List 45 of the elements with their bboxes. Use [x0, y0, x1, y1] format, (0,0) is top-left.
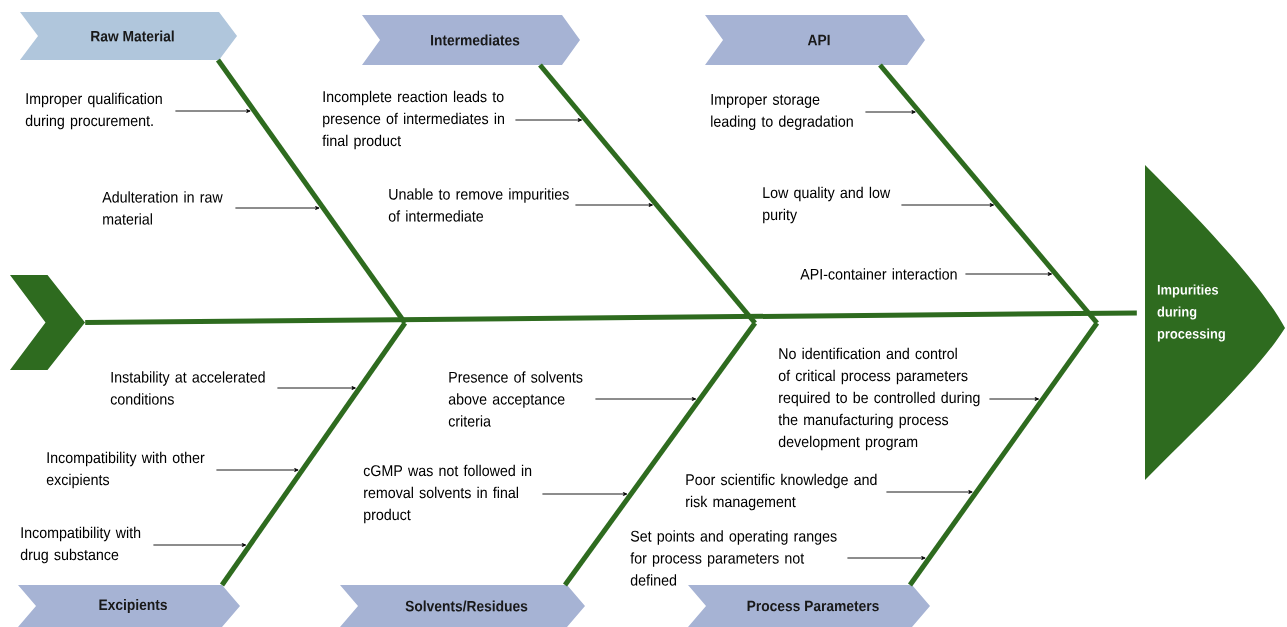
arrow	[215, 468, 299, 472]
category-chevron: Raw Material	[20, 12, 237, 60]
fishbone-spine	[85, 310, 1137, 325]
fishbone-branch	[219, 321, 408, 587]
arrow	[234, 206, 320, 210]
category-chevron: Solvents/Residues	[340, 585, 585, 627]
arrow	[846, 556, 926, 560]
fishbone-branch	[563, 321, 758, 587]
cause-text: Incompatibility with drug substance	[20, 526, 141, 564]
fishbone-branch	[215, 58, 408, 325]
arrow	[864, 110, 916, 114]
cause-text: Set points and operating ranges for process parameters not defined	[630, 530, 837, 586]
cause-text: Poor scientific knowledge and risk management	[686, 473, 877, 511]
cause-text: Incomplete reaction leads to presence of intermediates in final product	[322, 90, 504, 150]
arrow	[514, 118, 583, 122]
fishbone-branch	[538, 63, 757, 325]
fishbone-branch	[907, 321, 1100, 587]
arrow	[152, 543, 247, 547]
arrow	[988, 397, 1040, 401]
arrow	[541, 492, 628, 496]
cause-text: Improper qualification during procurement.	[25, 92, 162, 130]
cause-text: API-container interaction	[800, 268, 957, 280]
arrow	[594, 397, 697, 401]
cause-text: Improper storage leading to degradation	[711, 94, 853, 130]
category-chevron: Intermediates	[362, 15, 580, 65]
arrow	[900, 203, 995, 207]
effect-head: Impurities during processing	[1145, 165, 1285, 480]
cause-text: Presence of solvents above acceptance criteria	[448, 371, 583, 427]
cause-text: Adulteration in raw material	[102, 191, 223, 225]
arrow	[276, 386, 356, 390]
arrow	[885, 490, 973, 494]
arrow	[964, 272, 1053, 276]
category-chevron: Excipients	[18, 585, 240, 627]
cause-text: cGMP was not followed in removal solvents in final product	[363, 464, 532, 524]
arrow	[174, 109, 251, 113]
cause-text: Instability at accelerated conditions	[110, 371, 265, 405]
category-chevron: API	[705, 15, 925, 65]
cause-text: Low quality and low purity	[763, 186, 891, 224]
fishbone-branch	[878, 63, 1099, 325]
cause-text: Incompatibility with other excipients	[46, 451, 205, 489]
cause-text: Unable to remove impurities of intermediate	[388, 188, 569, 222]
tail-chevron	[10, 275, 85, 370]
arrow	[574, 203, 653, 207]
cause-text: No identification and control of critical process parameters required to be controlled during the manufacturing process development program	[778, 347, 980, 451]
category-chevron: Process Parameters	[688, 585, 930, 627]
